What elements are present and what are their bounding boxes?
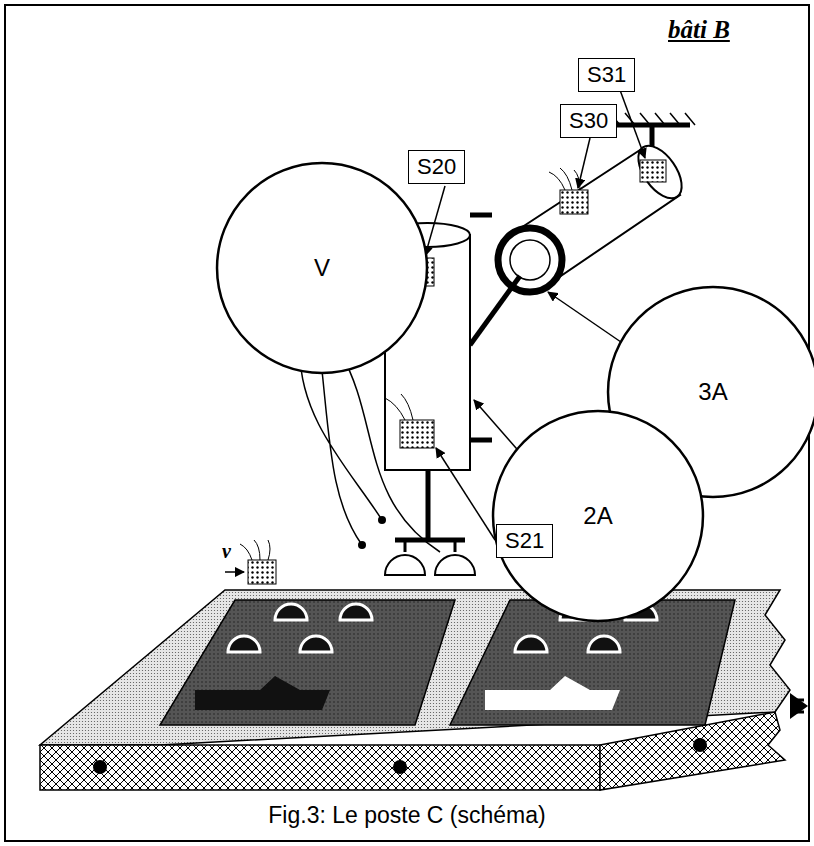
sensor-name: S30 xyxy=(569,108,608,134)
sensor-label-box: S31 xyxy=(578,58,635,92)
sensor-label-box: S21 xyxy=(496,524,553,558)
sensor-label-box: S30 xyxy=(560,104,617,138)
sensor-label-box: S20 xyxy=(408,150,465,184)
figure-caption: Fig.3: Le poste C (schéma) xyxy=(268,802,545,829)
sensor-name: S20 xyxy=(417,154,456,180)
callout-circle: 2A xyxy=(491,409,705,623)
callout-circle: V xyxy=(215,161,429,375)
sensor-name: S31 xyxy=(587,62,626,88)
sensor-name: S21 xyxy=(505,528,544,554)
sensor-label: v xyxy=(222,540,231,563)
callout-number: V xyxy=(215,254,429,282)
frame-label: bâti B xyxy=(668,16,730,44)
callout-number: 3A xyxy=(606,378,814,406)
